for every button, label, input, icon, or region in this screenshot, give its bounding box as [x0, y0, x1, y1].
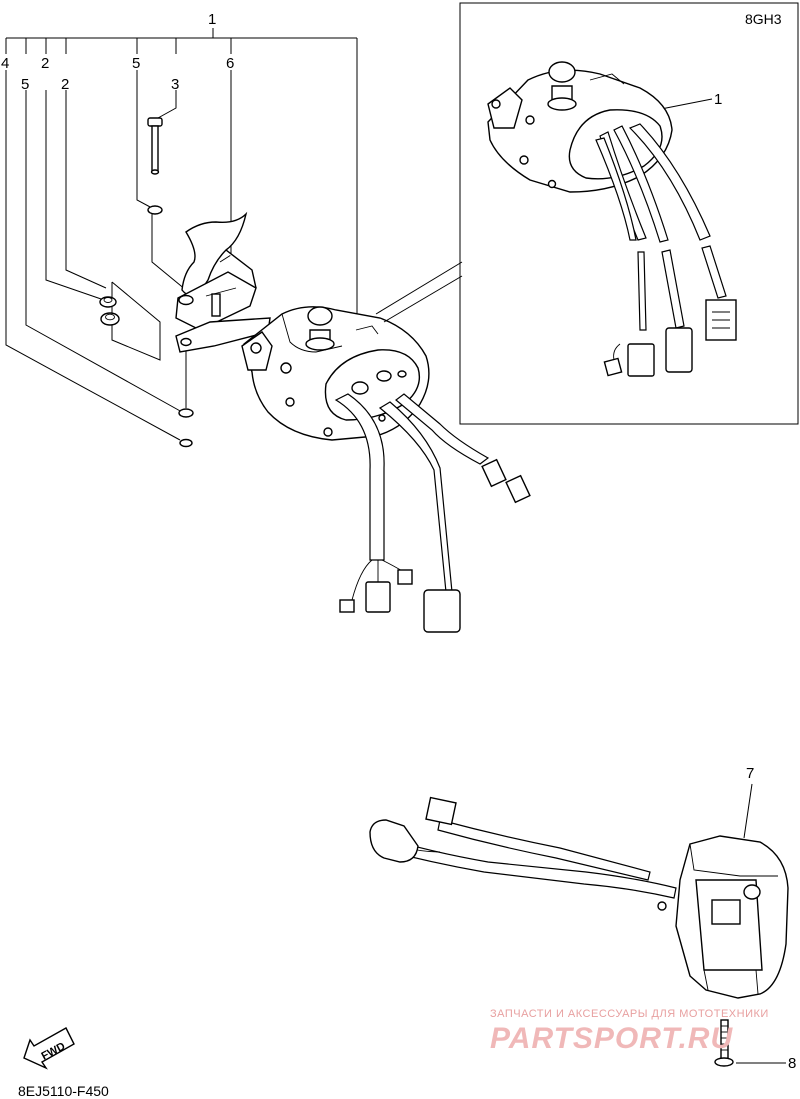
lever-bracket-part — [175, 211, 271, 353]
connector-icon — [505, 474, 531, 504]
inset-frame — [459, 2, 799, 425]
lower-switch-assembly — [369, 796, 789, 999]
callout-2-lower: 2 — [61, 76, 69, 93]
callout-6: 6 — [226, 55, 234, 72]
wire-harness — [334, 393, 531, 633]
inset-pointer-line — [375, 261, 463, 315]
inset-pointer-line — [383, 275, 463, 323]
inset-switch-assembly — [487, 61, 737, 377]
fwd-arrow-icon: FWD — [23, 1027, 75, 1070]
connector-icon — [365, 581, 391, 613]
connector-icon — [423, 589, 461, 633]
washer-part — [147, 205, 163, 215]
connector-icon — [425, 796, 457, 826]
callout-5-upper: 5 — [132, 55, 140, 72]
connector-icon — [603, 357, 623, 377]
watermark-logo-text: PARTSPORT.RU — [490, 1022, 733, 1055]
callout-2-upper: 2 — [41, 55, 49, 72]
nut-part — [100, 312, 120, 326]
callout-5-lower: 5 — [21, 76, 29, 93]
callout-3: 3 — [171, 76, 179, 93]
callout-1: 1 — [208, 11, 216, 28]
callout-leader-line — [743, 783, 753, 839]
nut-part — [99, 296, 117, 308]
callout-4: 4 — [1, 55, 9, 72]
bolt-part — [147, 117, 163, 175]
inset-model-code: 8GH3 — [745, 11, 782, 27]
connector-icon — [627, 343, 655, 377]
callout-1-inset: 1 — [714, 91, 722, 108]
watermark: ЗАПЧАСТИ И АКСЕССУАРЫ ДЛЯ МОТОТЕХНИКИ PA… — [490, 1008, 769, 1055]
connector-icon — [481, 458, 507, 488]
circlip-part — [179, 438, 193, 448]
screw-part — [714, 1019, 734, 1067]
connector-icon — [665, 327, 693, 373]
callout-8: 8 — [788, 1055, 796, 1072]
figure-code: 8EJ5110-F450 — [18, 1083, 109, 1099]
connector-icon — [339, 599, 355, 613]
callout-7: 7 — [746, 765, 754, 782]
washer-part — [178, 408, 194, 418]
callout-leader-line — [655, 98, 713, 111]
connector-icon — [369, 819, 419, 863]
connector-icon — [397, 569, 413, 585]
watermark-tagline: ЗАПЧАСТИ И АКСЕССУАРЫ ДЛЯ МОТОТЕХНИКИ — [490, 1008, 769, 1020]
